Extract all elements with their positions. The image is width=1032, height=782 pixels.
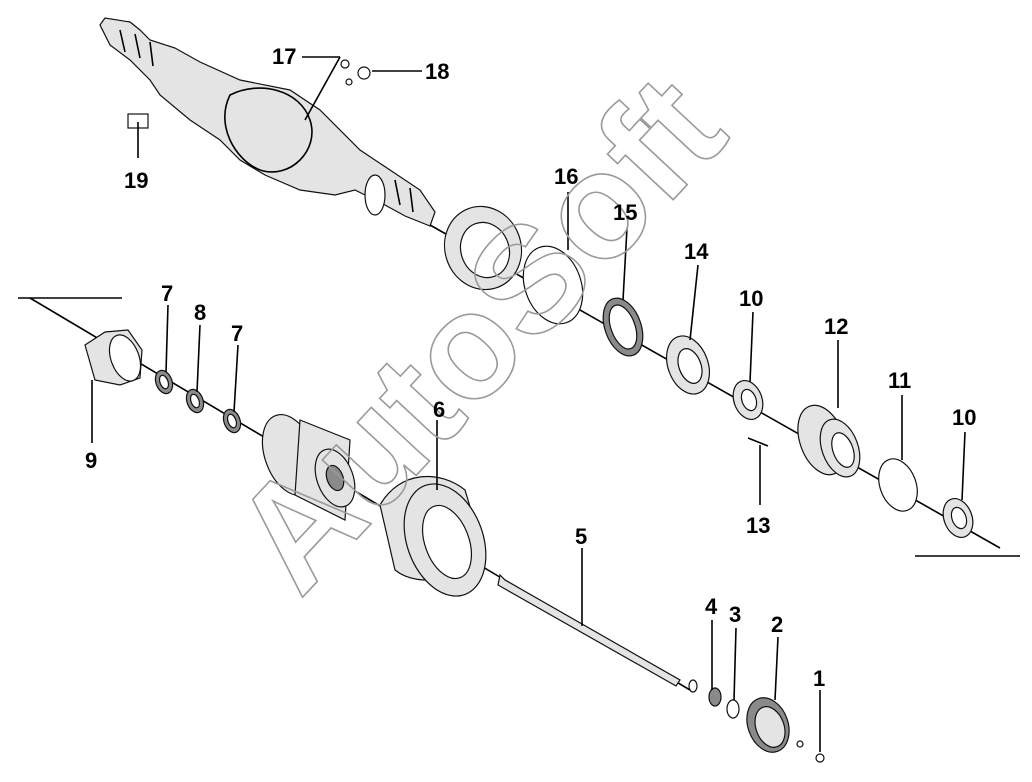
axle-housing: [99, 17, 436, 227]
washer-8-inner: [189, 393, 201, 409]
callout-17: 17: [272, 44, 296, 69]
callout-15: 15: [613, 200, 637, 225]
bolt-1: [815, 753, 825, 763]
callout-12: 12: [824, 314, 848, 339]
callout-10-lower: 10: [952, 405, 976, 430]
bearing-10-upper-inner: [740, 388, 758, 412]
o-ring-11: [878, 458, 918, 512]
callout-5: 5: [575, 524, 587, 549]
callout-18: 18: [425, 59, 449, 84]
wheel-hub-12: [797, 404, 861, 478]
callout-9: 9: [85, 448, 97, 473]
callout-8: 8: [194, 300, 206, 325]
leader-lines: [91, 56, 966, 752]
washer-7-left-inner: [158, 374, 170, 390]
pin-13: [747, 437, 769, 447]
callout-14: 14: [684, 239, 709, 264]
callout-6: 6: [433, 397, 445, 422]
callout-13: 13: [746, 513, 770, 538]
seal-ring-15-inner: [608, 304, 638, 350]
callout-16: 16: [554, 164, 578, 189]
callout-4: 4: [705, 594, 718, 619]
gasket-16: [522, 245, 584, 325]
bearing-10-lower-inner: [950, 506, 968, 530]
callout-labels: 17 18 19 16 15 14 10 12 11 10 13 7 8 7 9…: [85, 44, 976, 691]
washer-3: [726, 699, 740, 719]
nut-small: [796, 740, 804, 748]
callout-7-left: 7: [161, 281, 173, 306]
callout-2: 2: [771, 612, 783, 637]
brake-drum-6: [261, 414, 487, 597]
seal-14-inner: [677, 348, 703, 384]
callout-10-upper: 10: [739, 286, 763, 311]
callout-1: 1: [813, 666, 825, 691]
ring-4a: [688, 679, 698, 693]
callout-11: 11: [888, 368, 911, 393]
callout-19: 19: [124, 168, 148, 193]
cover-2: [746, 697, 790, 753]
bearing-cup-9: [84, 329, 143, 386]
callout-7-right: 7: [231, 321, 243, 346]
washer-7-right-inner: [226, 413, 238, 429]
half-shaft-5: [497, 573, 681, 687]
callout-3: 3: [729, 602, 741, 627]
flange-plate: [443, 205, 523, 291]
washer-4: [708, 687, 722, 707]
